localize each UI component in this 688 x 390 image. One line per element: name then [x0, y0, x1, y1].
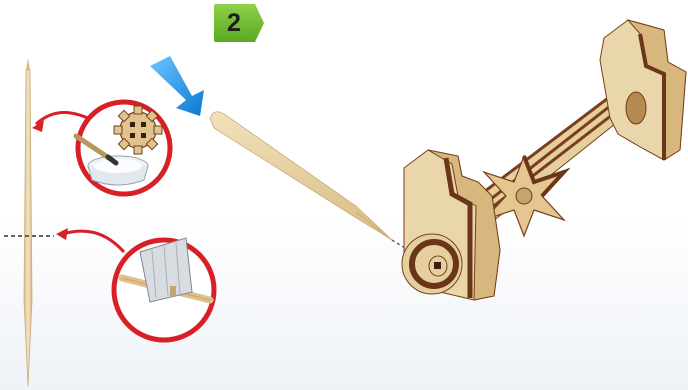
toothpick-diagonal: [210, 112, 408, 250]
glue-icon: [76, 102, 170, 194]
blue-pointer-arrow-icon: [150, 56, 204, 116]
toothpick-vertical: [4, 58, 54, 386]
wooden-shaft-assembly: [402, 20, 686, 300]
red-callout-arrow-bottom: [62, 231, 124, 252]
knife-cut-icon: [114, 238, 214, 340]
